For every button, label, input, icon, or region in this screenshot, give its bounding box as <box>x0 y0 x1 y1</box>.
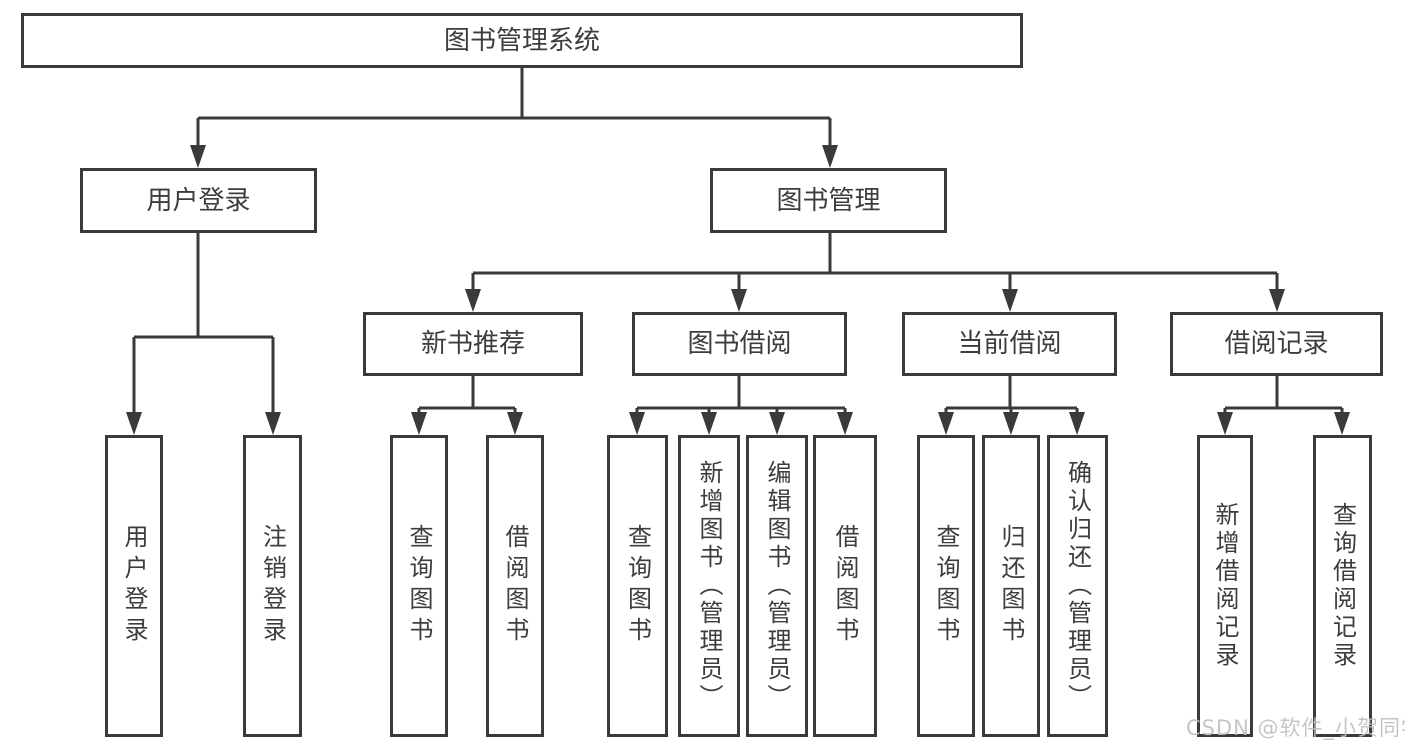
node-leaf-query-books-recommend: 查询图书 <box>390 435 448 737</box>
node-user-login: 用户登录 <box>80 168 317 233</box>
node-new-book-recommend: 新书推荐 <box>363 312 583 376</box>
node-borrow-records: 借阅记录 <box>1170 312 1383 376</box>
node-leaf-query-books-current: 查询图书 <box>917 435 975 737</box>
node-leaf-query-books-borrow: 查询图书 <box>607 435 668 737</box>
node-current-borrow: 当前借阅 <box>902 312 1117 376</box>
node-library-management-system: 图书管理系统 <box>21 13 1023 68</box>
node-leaf-query-borrow-record: 查询借阅记录 <box>1313 435 1372 737</box>
node-leaf-user-login: 用户登录 <box>105 435 163 737</box>
node-leaf-edit-book-admin: 编辑图书（管理员） <box>746 435 808 737</box>
node-leaf-add-borrow-record: 新增借阅记录 <box>1197 435 1253 737</box>
node-leaf-borrow-books-recommend: 借阅图书 <box>486 435 544 737</box>
node-leaf-borrow-books: 借阅图书 <box>813 435 877 737</box>
node-leaf-add-book-admin: 新增图书（管理员） <box>678 435 740 737</box>
csdn-watermark: CSDN @软件_小贺同学 <box>1186 716 1405 740</box>
node-book-management: 图书管理 <box>710 168 947 233</box>
node-leaf-logout: 注销登录 <box>243 435 302 737</box>
node-leaf-return-books: 归还图书 <box>982 435 1040 737</box>
node-leaf-confirm-return-admin: 确认归还（管理员） <box>1047 435 1108 737</box>
node-book-borrow: 图书借阅 <box>632 312 847 376</box>
